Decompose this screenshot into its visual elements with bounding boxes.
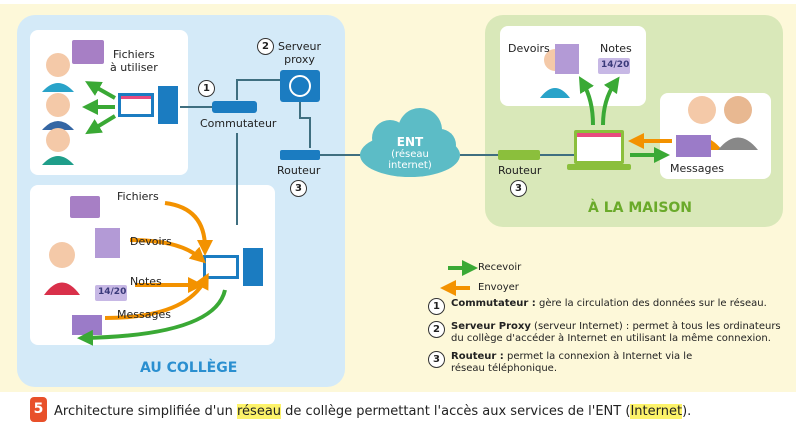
homework-icon bbox=[555, 44, 579, 74]
home-grades-label: Notes bbox=[600, 42, 632, 55]
home-homework-label: Devoirs bbox=[508, 42, 550, 55]
legend-number: 1 bbox=[428, 298, 445, 315]
legend-send: Envoyer bbox=[478, 282, 519, 293]
internet-cloud bbox=[360, 108, 460, 177]
caption-text: ). bbox=[682, 404, 692, 419]
envelope-icon bbox=[72, 315, 102, 335]
network-cables bbox=[180, 79, 575, 225]
legend-term: Commutateur : bbox=[451, 298, 536, 309]
grade-value: 14/20 bbox=[98, 287, 127, 297]
switch-label: Commutateur bbox=[200, 117, 277, 130]
router-icon bbox=[280, 150, 320, 160]
legend-term: Routeur : bbox=[451, 351, 504, 362]
legend-number: 3 bbox=[428, 351, 445, 368]
college-title: AU COLLÈGE bbox=[140, 360, 238, 376]
files-label: Fichiers à utiliser bbox=[110, 48, 158, 74]
legend-text: gère la circulation des données sur le r… bbox=[535, 298, 767, 309]
maison-title: À LA MAISON bbox=[588, 200, 693, 216]
home-messages-label: Messages bbox=[670, 162, 724, 175]
send-arrows bbox=[104, 201, 213, 320]
receive-arrows bbox=[82, 81, 117, 135]
home-number-3: 3 bbox=[510, 180, 527, 197]
parent-icon bbox=[688, 96, 716, 124]
caption-text: Architecture simplifiée d'un bbox=[54, 404, 237, 419]
legend-receive: Recevoir bbox=[478, 262, 522, 273]
homework-icon bbox=[95, 228, 120, 258]
figure-badge: 5 bbox=[30, 397, 47, 422]
cloud-label: ENT(réseau internet) bbox=[370, 135, 450, 171]
envelope-icon bbox=[676, 135, 711, 157]
college-computer bbox=[118, 86, 178, 124]
number-3: 3 bbox=[290, 180, 307, 197]
router-label: Routeur bbox=[277, 164, 321, 177]
home-grade-value: 14/20 bbox=[601, 60, 630, 70]
legend-item: 1 Commutateur : gère la circulation des d… bbox=[428, 298, 788, 315]
caption-highlight: Internet bbox=[630, 404, 683, 419]
students-icons bbox=[42, 53, 74, 165]
college-computer-2 bbox=[203, 248, 263, 286]
files-label: Fichiers bbox=[117, 190, 159, 203]
grade-badge bbox=[95, 285, 127, 301]
number-2: 2 bbox=[257, 38, 274, 55]
teacher-icon bbox=[49, 242, 75, 268]
legend-item: 2 Serveur Proxy (serveur Internet) : perm… bbox=[428, 321, 788, 345]
legend-text: permet la connexion à Internet via le ré… bbox=[451, 351, 693, 374]
switch-icon bbox=[212, 101, 257, 113]
home-router-label: Routeur bbox=[498, 164, 542, 177]
grades-label: Notes bbox=[130, 275, 162, 288]
legend-term: Serveur Proxy bbox=[451, 321, 531, 332]
folder-icon bbox=[70, 196, 100, 218]
home-laptop bbox=[567, 130, 631, 170]
folder-icon bbox=[72, 40, 104, 64]
caption: Architecture simplifiée d'un réseau de c… bbox=[54, 404, 691, 419]
legend-number: 2 bbox=[428, 321, 445, 338]
home-router-icon bbox=[498, 150, 540, 160]
receive-arrow bbox=[77, 289, 227, 346]
grade-badge bbox=[598, 58, 630, 74]
caption-text: de collège permettant l'accès aux servic… bbox=[281, 404, 631, 419]
messages-label: Messages bbox=[117, 308, 171, 321]
legend-text: (serveur Internet) : permet à tous les o… bbox=[451, 321, 781, 344]
ent-label: ENT bbox=[396, 135, 424, 149]
cloud-subtitle: (réseau internet) bbox=[388, 149, 432, 171]
number-1: 1 bbox=[198, 80, 215, 97]
legend-item: 3 Routeur : permet la connexion à Interne… bbox=[428, 351, 728, 375]
homework-label: Devoirs bbox=[130, 235, 172, 248]
proxy-label: Serveur proxy bbox=[278, 40, 322, 66]
legend-list: 1 Commutateur : gère la circulation des d… bbox=[428, 298, 788, 375]
caption-highlight: réseau bbox=[237, 404, 282, 419]
proxy-server-icon bbox=[280, 70, 320, 102]
